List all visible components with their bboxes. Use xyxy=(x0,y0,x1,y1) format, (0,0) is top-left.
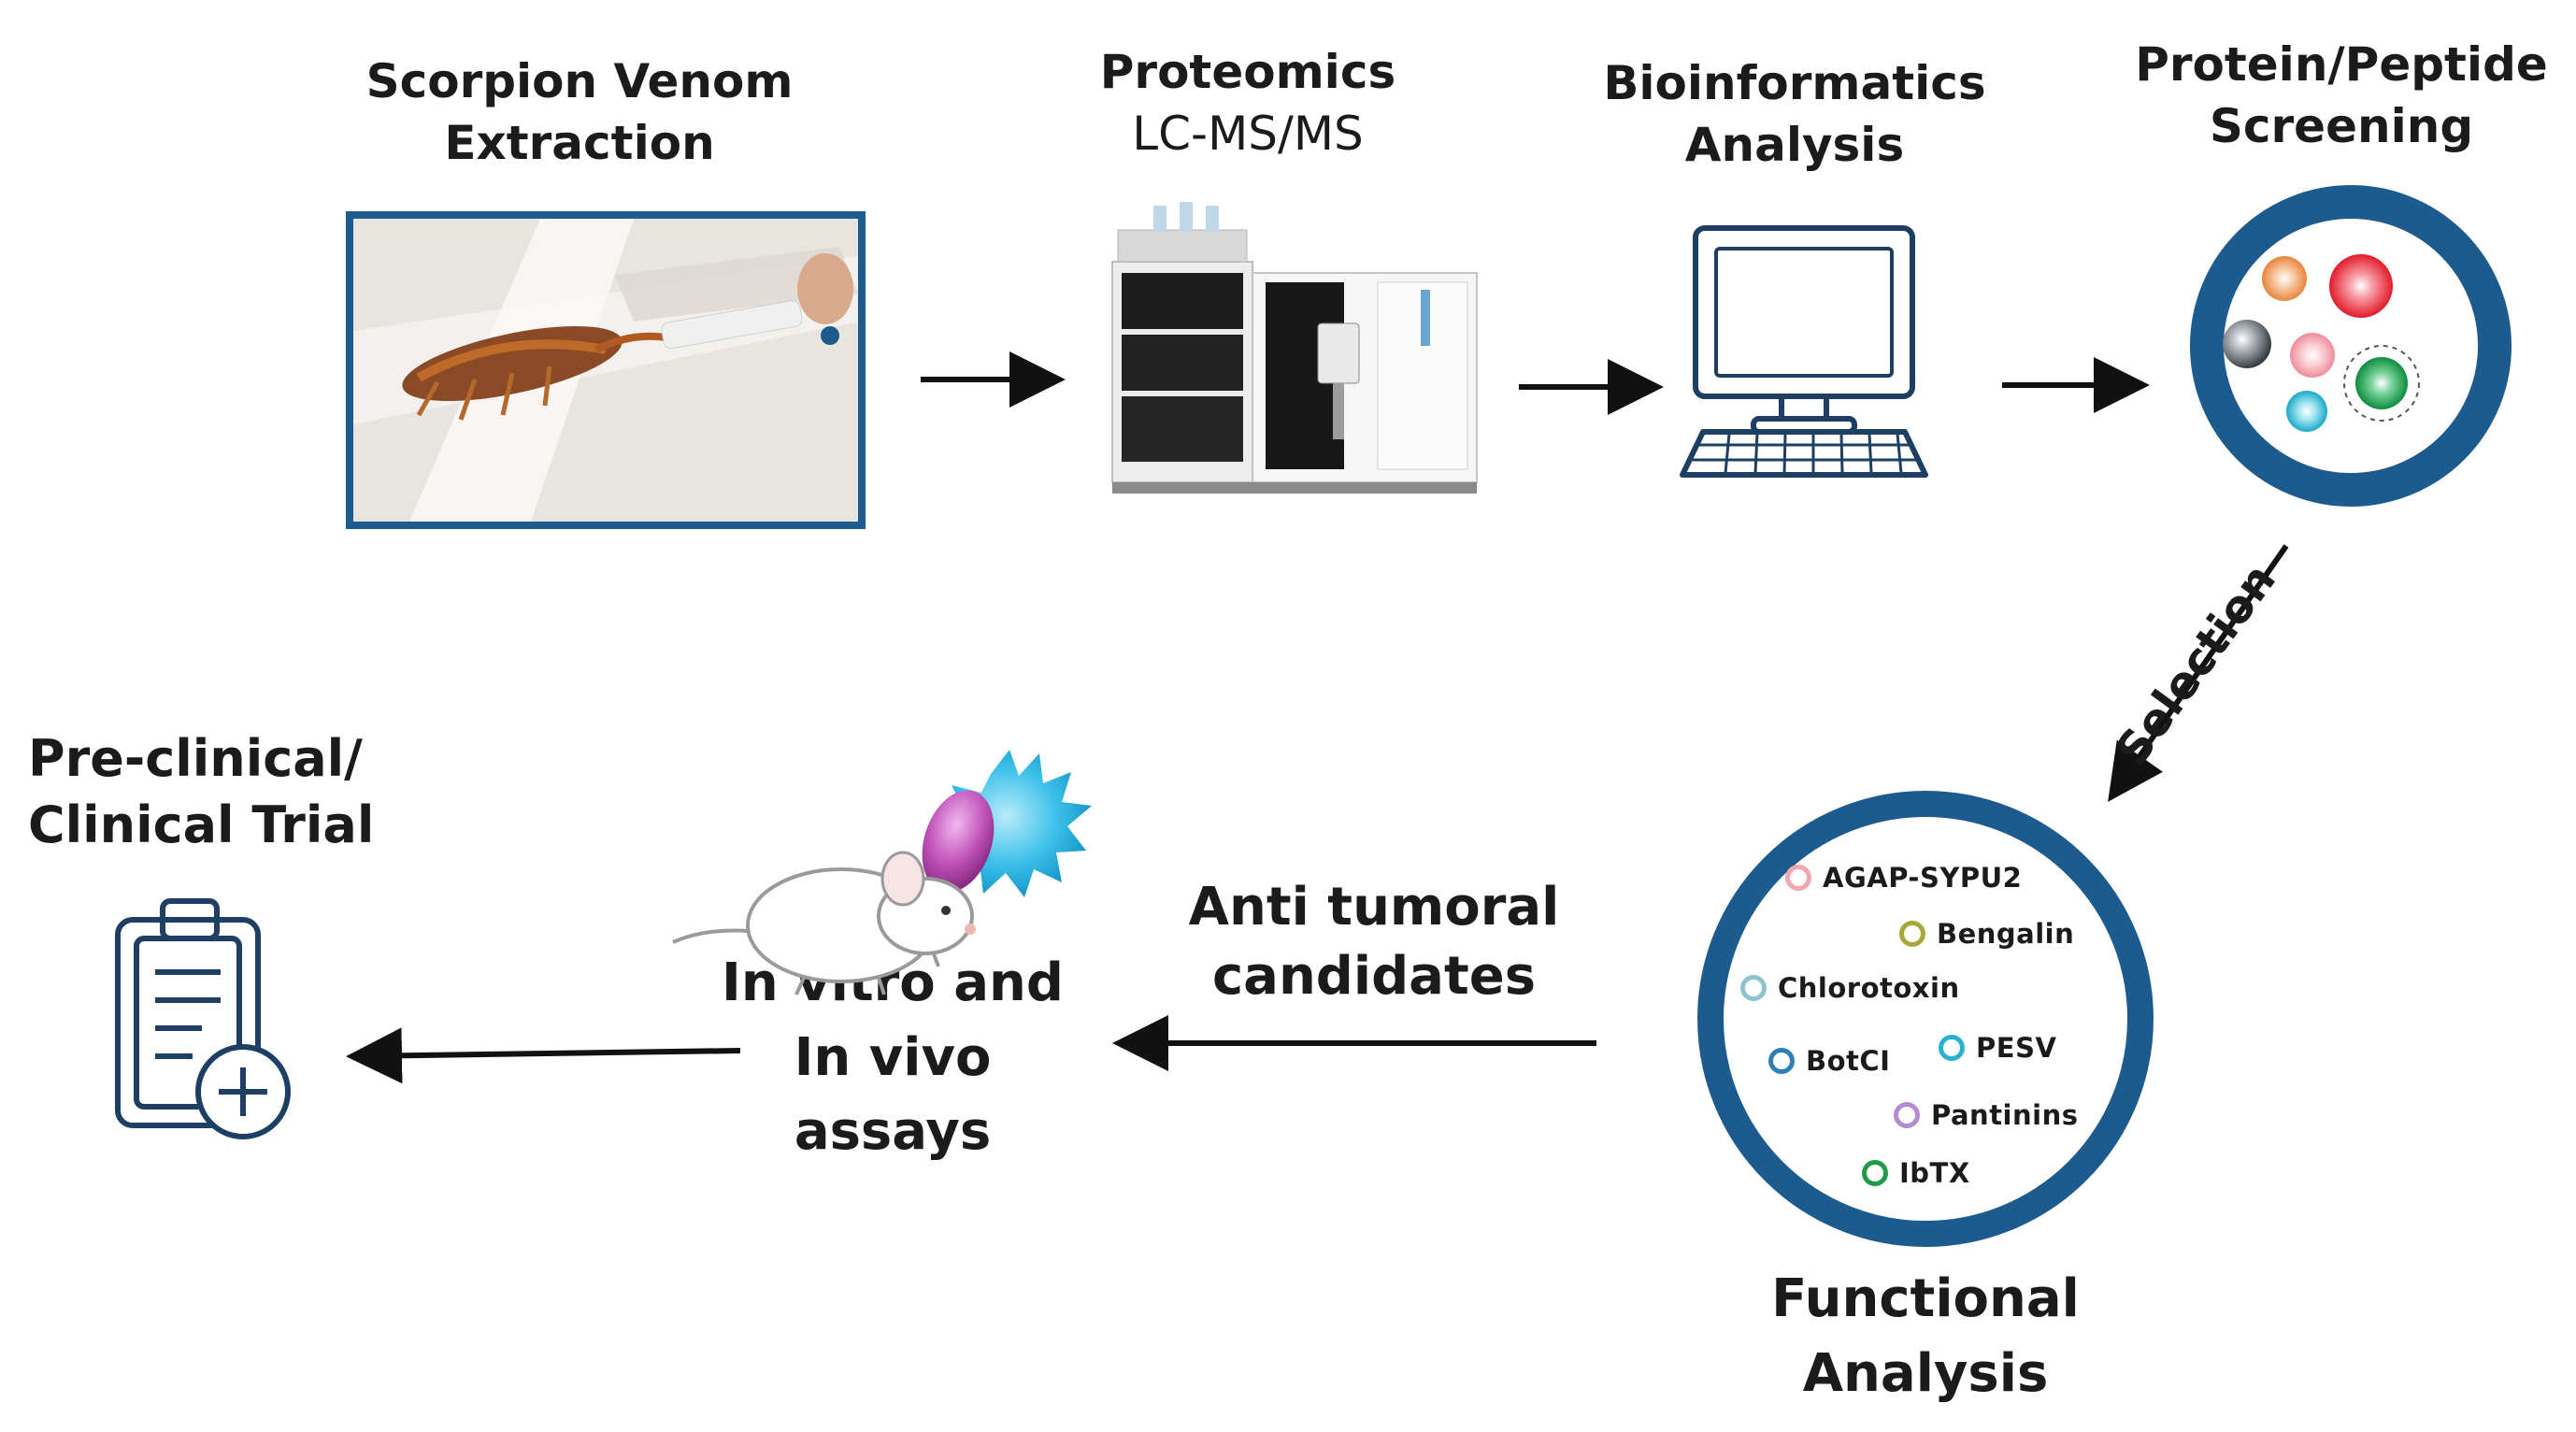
functional-label: Functional Analysis xyxy=(1701,1262,2150,1411)
candidate-name: BotCI xyxy=(1806,1045,1891,1077)
candidate-dot xyxy=(1899,921,1925,947)
candidates-title-line1: Anti tumoral xyxy=(1188,877,1560,938)
protein-dot-pink xyxy=(2290,333,2335,378)
extraction-label: Scorpion Venom Extraction xyxy=(355,50,804,174)
candidate-name: Pantinins xyxy=(1931,1099,2079,1131)
protein-dot-red xyxy=(2329,254,2393,318)
candidate-agap-sypu2: AGAP-SYPU2 xyxy=(1785,862,2022,894)
screening-circle xyxy=(2190,185,2512,507)
clipboard-icon xyxy=(115,898,291,1139)
candidate-name: AGAP-SYPU2 xyxy=(1823,862,2023,894)
candidate-dot xyxy=(1939,1035,1965,1061)
candidate-name: PESV xyxy=(1976,1032,2057,1064)
tumor-cell-icon xyxy=(922,750,1092,897)
proteomics-method: LC-MS/MS xyxy=(1132,107,1364,161)
arrow-selection xyxy=(2108,544,2289,802)
bioinformatics-title-line1: Bioinformatics xyxy=(1603,56,1986,110)
candidate-pesv: PESV xyxy=(1939,1032,2056,1064)
protein-dot-orange xyxy=(2262,256,2307,301)
screening-title-line2: Screening xyxy=(2209,99,2474,153)
candidate-dot xyxy=(1862,1160,1888,1186)
extraction-title-line1: Scorpion Venom xyxy=(365,54,794,108)
candidate-dot xyxy=(1894,1102,1920,1128)
trial-title-line1: Pre-clinical/ xyxy=(28,729,363,788)
proteomics-title: Proteomics xyxy=(1099,45,1396,99)
functional-title-line1: Functional xyxy=(1771,1268,2080,1329)
proteomics-label: Proteomics LC-MS/MS xyxy=(1038,41,1458,165)
bioinformatics-title-line2: Analysis xyxy=(1684,118,1905,172)
candidate-botci: BotCI xyxy=(1768,1045,1890,1077)
screening-title-line1: Protein/Peptide xyxy=(2135,37,2548,92)
functional-circle xyxy=(1697,791,2154,1247)
candidate-bengalin: Bengalin xyxy=(1899,918,2074,950)
assays-title-line3: assays xyxy=(794,1101,992,1163)
extraction-title-line2: Extraction xyxy=(444,116,715,170)
candidate-dot xyxy=(1768,1048,1795,1074)
computer-icon xyxy=(1680,225,1928,478)
candidate-name: Bengalin xyxy=(1937,918,2075,950)
venom-extraction-photo xyxy=(346,211,866,529)
candidate-dot xyxy=(1785,865,1811,891)
candidates-title-line2: candidates xyxy=(1211,945,1537,1007)
arrow-assays-to-trial xyxy=(346,1027,741,1084)
mouse-icon xyxy=(672,851,976,995)
bioinformatics-label: Bioinformatics Analysis xyxy=(1570,52,2019,176)
candidate-chlorotoxin: Chlorotoxin xyxy=(1740,972,1960,1004)
trial-title-line2: Clinical Trial xyxy=(28,795,375,855)
screening-label: Protein/Peptide Screening xyxy=(2112,34,2570,157)
candidate-pantinins: Pantinins xyxy=(1894,1099,2079,1131)
candidate-dot xyxy=(1740,975,1767,1001)
protein-dot-grey xyxy=(2223,320,2271,368)
candidate-ibtx: IbTX xyxy=(1862,1157,1970,1189)
trial-label: Pre-clinical/ Clinical Trial xyxy=(28,725,402,859)
protein-dot-green xyxy=(2355,357,2408,409)
candidate-name: Chlorotoxin xyxy=(1778,972,1960,1004)
selected-ring xyxy=(2343,345,2420,422)
assays-title-line2: In vivo xyxy=(794,1026,992,1088)
extraction-photo-scene xyxy=(353,219,858,522)
lc-ms-instrument-icon xyxy=(1111,202,1478,494)
candidate-name: IbTX xyxy=(1899,1157,1970,1189)
candidates-label: Anti tumoral candidates xyxy=(1159,873,1589,1011)
protein-dot-cyan xyxy=(2286,391,2327,432)
functional-title-line2: Analysis xyxy=(1802,1342,2049,1404)
